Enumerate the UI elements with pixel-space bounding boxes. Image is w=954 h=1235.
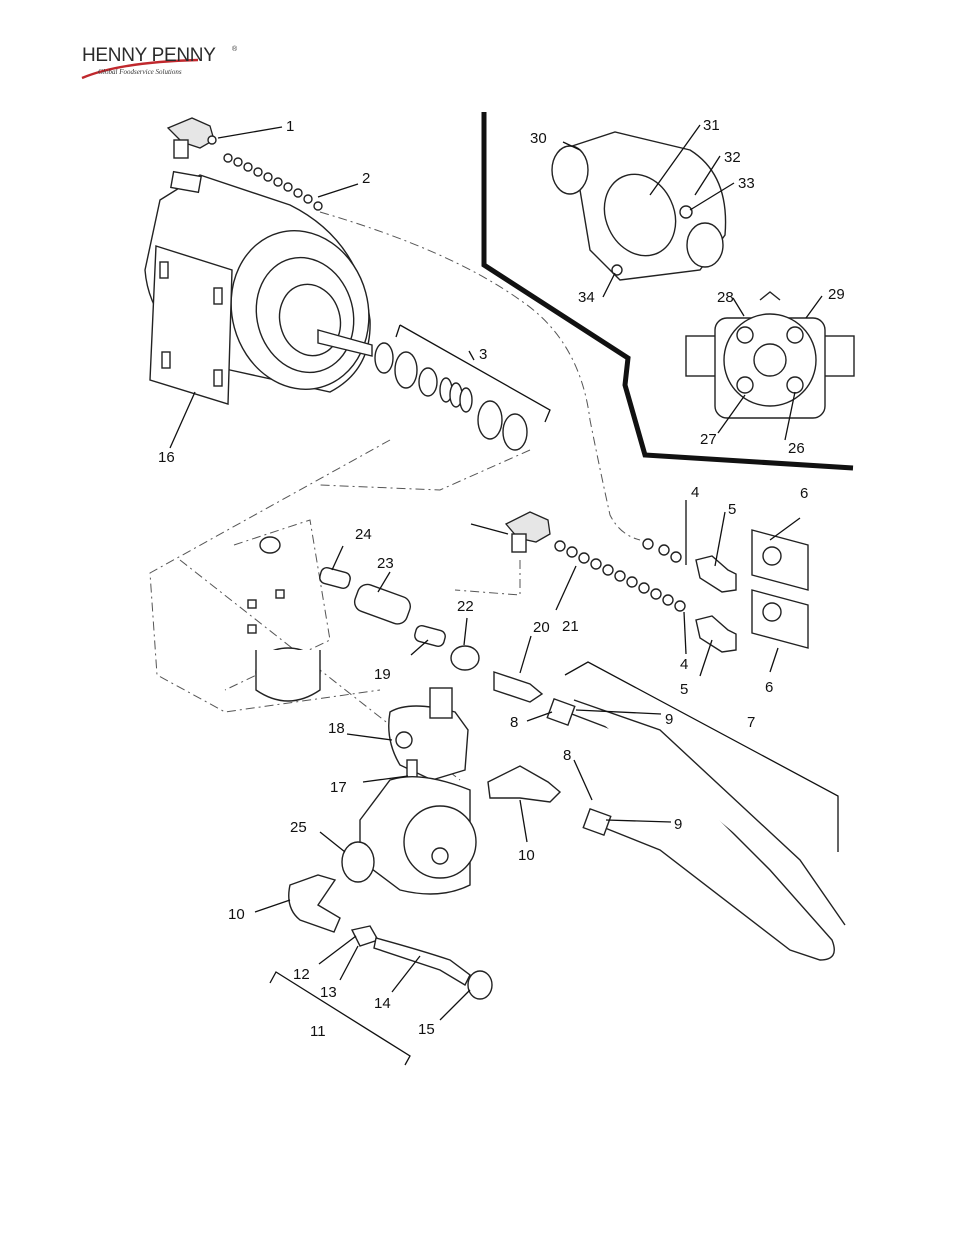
callout-18: 18: [328, 720, 345, 737]
callout-10-left: 10: [228, 906, 245, 923]
callout-21: 21: [562, 618, 579, 635]
pump-head-inset-view: [552, 132, 726, 280]
callout-34: 34: [578, 289, 595, 306]
callout-12: 12: [293, 966, 310, 983]
o-ring-chain-middle: [555, 539, 685, 611]
callout-25: 25: [290, 819, 307, 836]
callout-13: 13: [320, 984, 337, 1001]
callout-31: 31: [703, 117, 720, 134]
callout-28: 28: [717, 289, 734, 306]
callout-27: 27: [700, 431, 717, 448]
callout-7: 7: [747, 714, 755, 731]
solenoid-valve-and-pump: [342, 688, 476, 894]
callout-23: 23: [377, 555, 394, 572]
swivel-fitting-middle: [506, 512, 550, 552]
callout-33: 33: [738, 175, 755, 192]
callout-1-top: 1: [286, 118, 294, 135]
shaft-seal-kit: [375, 325, 550, 450]
callout-22: 22: [457, 598, 474, 615]
callout-5-top: 5: [728, 501, 736, 518]
callout-4-bottom: 4: [680, 656, 688, 673]
check-valve-parts: [318, 566, 542, 702]
hose-assembly: [547, 662, 845, 960]
callout-29: 29: [828, 286, 845, 303]
callout-6-bottom: 6: [765, 679, 773, 696]
callout-14: 14: [374, 995, 391, 1012]
dashed-boundary-motor: [320, 212, 640, 540]
callout-30: 30: [530, 130, 547, 147]
motor-assembly: [145, 172, 386, 405]
callout-2: 2: [362, 170, 370, 187]
callout-3: 3: [479, 346, 487, 363]
callout-26: 26: [788, 440, 805, 457]
callout-9-lower: 9: [674, 816, 682, 833]
callout-16: 16: [158, 449, 175, 466]
pump-impeller-face-inset: [686, 292, 854, 418]
callout-10-right: 10: [518, 847, 535, 864]
callout-11: 11: [310, 1023, 326, 1040]
callout-32: 32: [724, 149, 741, 166]
mounting-bracket: [248, 537, 320, 701]
callout-6-top: 6: [800, 485, 808, 502]
callout-15: 15: [418, 1021, 435, 1038]
elbow-fittings-right: [696, 530, 808, 652]
callout-8-lower: 8: [563, 747, 571, 764]
swivel-fitting-top: [168, 118, 216, 158]
callout-19: 19: [374, 666, 391, 683]
callout-4-top: 4: [691, 484, 699, 501]
callout-24: 24: [355, 526, 372, 543]
callout-17: 17: [330, 779, 347, 796]
callout-20: 20: [533, 619, 550, 636]
callout-8-upper: 8: [510, 714, 518, 731]
callout-9-upper: 9: [665, 711, 673, 728]
callout-5-bottom: 5: [680, 681, 688, 698]
